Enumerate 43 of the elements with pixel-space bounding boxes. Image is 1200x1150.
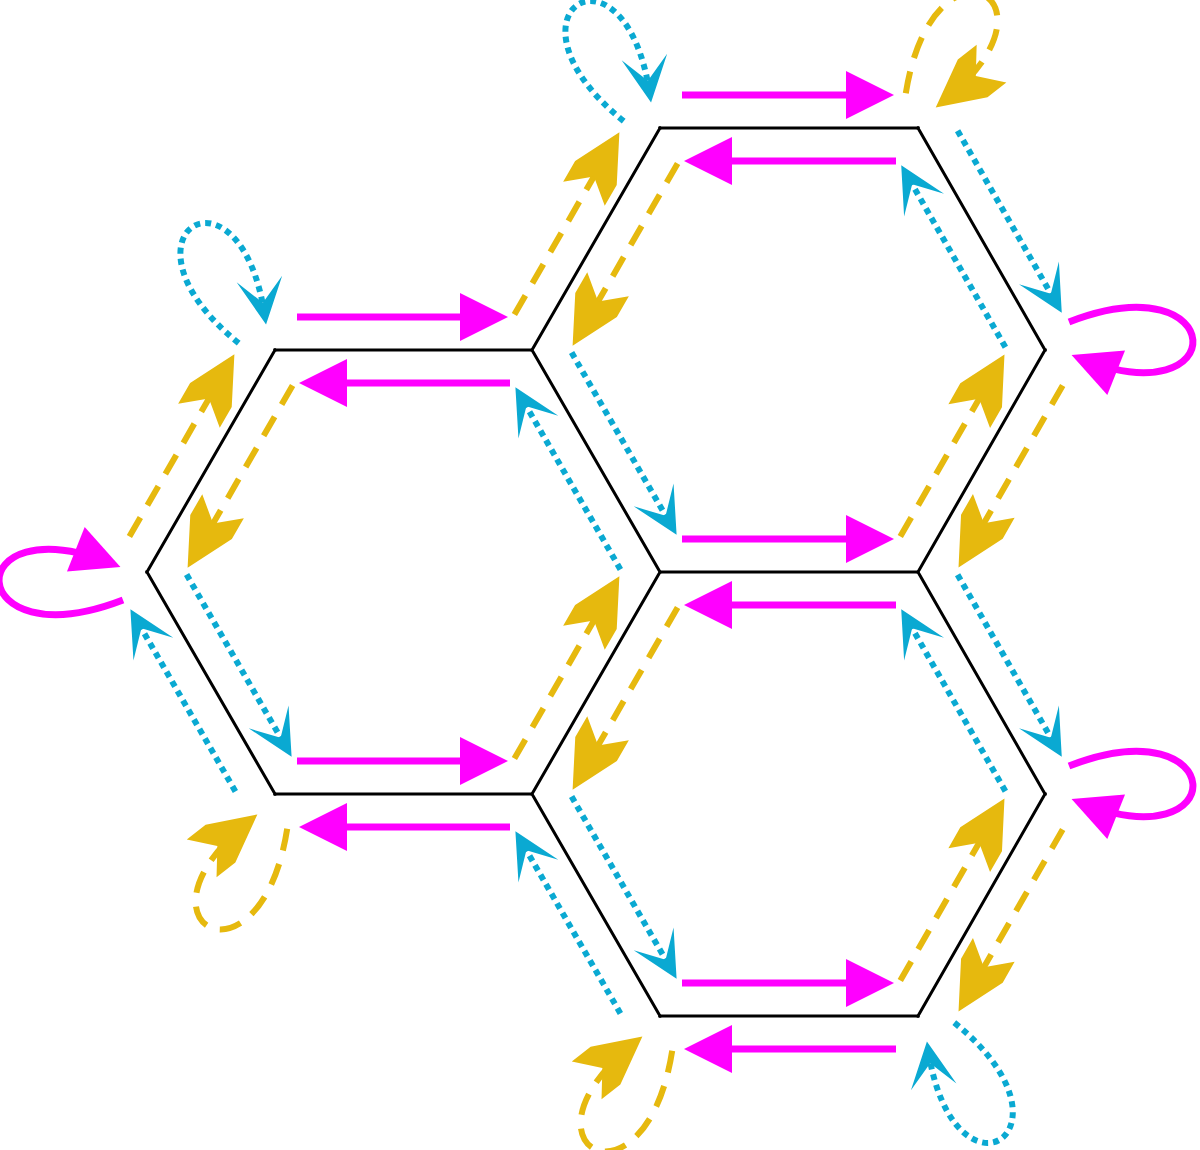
edge-line: [660, 570, 918, 574]
dotted-loop-arrow: [914, 1020, 1016, 1146]
edge-line: [146, 350, 276, 572]
edge-line: [917, 350, 1046, 572]
vertex-point: [273, 792, 277, 796]
dotted-arrow: [901, 165, 1008, 349]
vertex-point: [916, 570, 920, 574]
vertex-point: [658, 570, 662, 574]
vertex-point: [916, 126, 920, 130]
edge-line: [917, 128, 1046, 350]
vertex-point: [145, 570, 149, 574]
loop-arrow: [1068, 748, 1197, 837]
vertex-point: [1043, 792, 1047, 796]
edge-line: [275, 792, 532, 796]
vertex-point: [916, 1014, 920, 1018]
vertex-point: [530, 348, 534, 352]
dotted-arrow: [569, 795, 677, 979]
vertex-point: [658, 126, 662, 130]
edge-line: [531, 572, 661, 794]
dotted-loop-arrow: [562, 0, 664, 124]
vertex-point: [1043, 348, 1047, 352]
vertex-point: [273, 348, 277, 352]
dotted-arrow: [901, 609, 1008, 793]
edge-line: [275, 348, 532, 352]
loop-arrow: [0, 529, 124, 618]
dotted-loop-arrow: [177, 220, 279, 346]
edge-line: [531, 350, 661, 572]
dotted-arrow: [184, 573, 292, 757]
dotted-arrow: [515, 387, 623, 571]
dotted-arrow: [130, 609, 238, 793]
vertex-point: [658, 1014, 662, 1018]
dotted-arrow: [569, 351, 677, 535]
dotted-arrow: [955, 573, 1062, 757]
edge-line: [531, 794, 661, 1016]
loop-arrow: [1068, 304, 1197, 393]
dotted-arrow: [515, 831, 623, 1015]
edge-line: [917, 794, 1046, 1016]
edge-line: [660, 126, 918, 130]
vertex-point: [530, 792, 534, 796]
edge-line: [917, 572, 1046, 794]
edge-line: [146, 572, 276, 794]
edge-line: [531, 128, 661, 350]
edge-line: [660, 1014, 918, 1018]
